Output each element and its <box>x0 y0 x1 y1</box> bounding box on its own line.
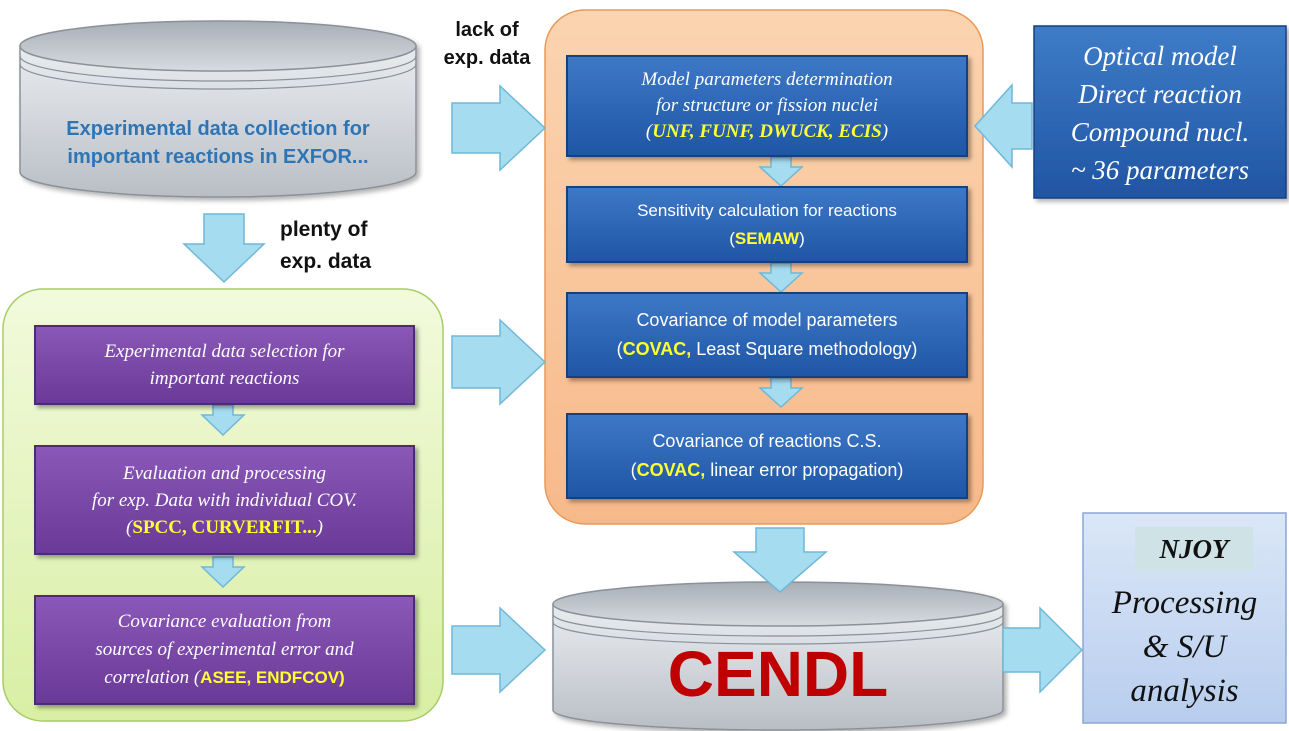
model-box-line2: for structure or fission nuclei <box>655 95 879 116</box>
covariance-reactions-box: Covariance of reactions C.S. (COVAC, lin… <box>566 413 968 499</box>
lack-of-data-label: lack of exp. data <box>425 12 549 76</box>
covariance-evaluation-box: Covariance evaluation from sources of ex… <box>34 595 415 705</box>
evaluation-processing-box: Evaluation and processing for exp. Data … <box>34 445 415 555</box>
cendl-label: CENDL <box>667 638 889 710</box>
sensitivity-calculation-box: Sensitivity calculation for reactions (S… <box>566 186 968 263</box>
njoy-description: Processing & S/U analysis <box>1083 574 1286 720</box>
cov-model-code: COVAC, <box>622 339 692 359</box>
model-codes: UNF, FUNF, DWUCK, ECIS <box>652 121 882 142</box>
optical-model-box <box>1033 25 1287 199</box>
sensitivity-code-close: ) <box>799 228 805 248</box>
model-codes-close: ) <box>881 121 889 142</box>
arrow-experiment-to-model <box>451 318 547 406</box>
arrow-sensitivity-to-covmodel <box>758 262 804 294</box>
njoy-title-background <box>1135 527 1253 571</box>
selection-line1: Experimental data selection for <box>104 341 345 362</box>
optical-line1: Optical model <box>1083 41 1237 71</box>
cov-eval-code: ASEE, ENDFCOV) <box>200 668 345 687</box>
cendl-database-cylinder <box>552 581 1004 731</box>
model-box-line1: Model parameters determination <box>641 69 893 90</box>
cov-model-code-open: ( <box>616 339 623 359</box>
plenty-of-data-label: plenty of exp. data <box>280 210 410 282</box>
cov-eval-prefix: correlation ( <box>104 667 201 688</box>
arrow-selection-to-evaluation <box>200 404 246 437</box>
exfor-database-label: Experimental data collection for importa… <box>20 100 416 186</box>
evaluation-code-open: ( <box>126 516 133 538</box>
sensitivity-box-line1: Sensitivity calculation for reactions <box>637 200 897 220</box>
arrow-model-to-cendl <box>731 527 829 593</box>
cov-model-rest: Least Square methodology) <box>691 339 918 359</box>
evaluation-code-close: ) <box>316 516 323 538</box>
plenty-label-line2: exp. data <box>280 250 372 273</box>
njoy-title: NJOY <box>1159 533 1229 564</box>
exfor-database-cylinder <box>19 20 417 198</box>
plenty-label-line1: plenty of <box>280 218 368 241</box>
lack-label-line1: lack of <box>455 19 519 41</box>
cov-reactions-code-line: (COVAC, linear error propagation) <box>631 456 904 485</box>
arrow-experiment-to-cendl <box>451 606 547 694</box>
optical-line3: Compound nucl. <box>1070 117 1250 147</box>
arrow-exfor-to-selection <box>182 213 266 284</box>
optical-line2: Direct reaction <box>1078 79 1242 109</box>
evaluation-line1: Evaluation and processing <box>123 462 326 484</box>
cov-reactions-rest: linear error propagation) <box>705 460 904 480</box>
model-box-codes: (UNF, FUNF, DWUCK, ECIS) <box>646 119 888 145</box>
evaluation-code: SPCC, CURVERFIT... <box>132 516 317 538</box>
njoy-line2: & S/U <box>1142 629 1227 665</box>
sensitivity-code-open: ( <box>729 228 735 248</box>
evaluation-line2: for exp. Data with individual COV. <box>91 489 358 511</box>
cov-eval-line1: Covariance evaluation from <box>117 611 332 632</box>
arrow-optical-to-model <box>973 83 1033 169</box>
exfor-label-line2: important reactions in EXFOR... <box>67 146 369 168</box>
cov-eval-line2: sources of experimental error and <box>95 639 354 660</box>
sensitivity-box-code-line: (SEMAW) <box>729 225 805 253</box>
model-parameters-box: Model parameters determination for struc… <box>566 55 968 157</box>
optical-line4: ~ 36 parameters <box>1070 155 1250 185</box>
cov-reactions-code: COVAC, <box>636 460 706 480</box>
arrow-exfor-to-model <box>451 84 547 172</box>
arrow-model-to-sensitivity <box>758 156 804 188</box>
lack-label-line2: exp. data <box>443 47 531 69</box>
cov-model-code-line: (COVAC, Least Square methodology) <box>617 335 918 364</box>
sensitivity-code: SEMAW <box>734 228 800 248</box>
arrow-cendl-to-njoy <box>1002 606 1084 694</box>
cov-eval-line3: correlation (ASEE, ENDFCOV) <box>104 664 344 692</box>
cov-model-line1: Covariance of model parameters <box>636 310 898 330</box>
arrow-evaluation-to-coveval <box>200 556 246 589</box>
exfor-label-line1: Experimental data collection for <box>66 118 370 140</box>
evaluation-code-line: (SPCC, CURVERFIT...) <box>126 514 323 541</box>
cov-reactions-line1: Covariance of reactions C.S. <box>652 431 882 451</box>
covariance-model-parameters-box: Covariance of model parameters (COVAC, L… <box>566 292 968 378</box>
model-codes-open: ( <box>645 121 653 142</box>
experimental-selection-box: Experimental data selection for importan… <box>34 325 415 405</box>
njoy-line3: analysis <box>1130 673 1239 709</box>
cov-reactions-code-open: ( <box>630 460 637 480</box>
arrow-covmodel-to-covreactions <box>758 377 804 409</box>
optical-model-text: Optical model Direct reaction Compound n… <box>1034 30 1286 196</box>
selection-line2: important reactions <box>149 368 300 389</box>
njoy-line1: Processing <box>1111 585 1258 621</box>
